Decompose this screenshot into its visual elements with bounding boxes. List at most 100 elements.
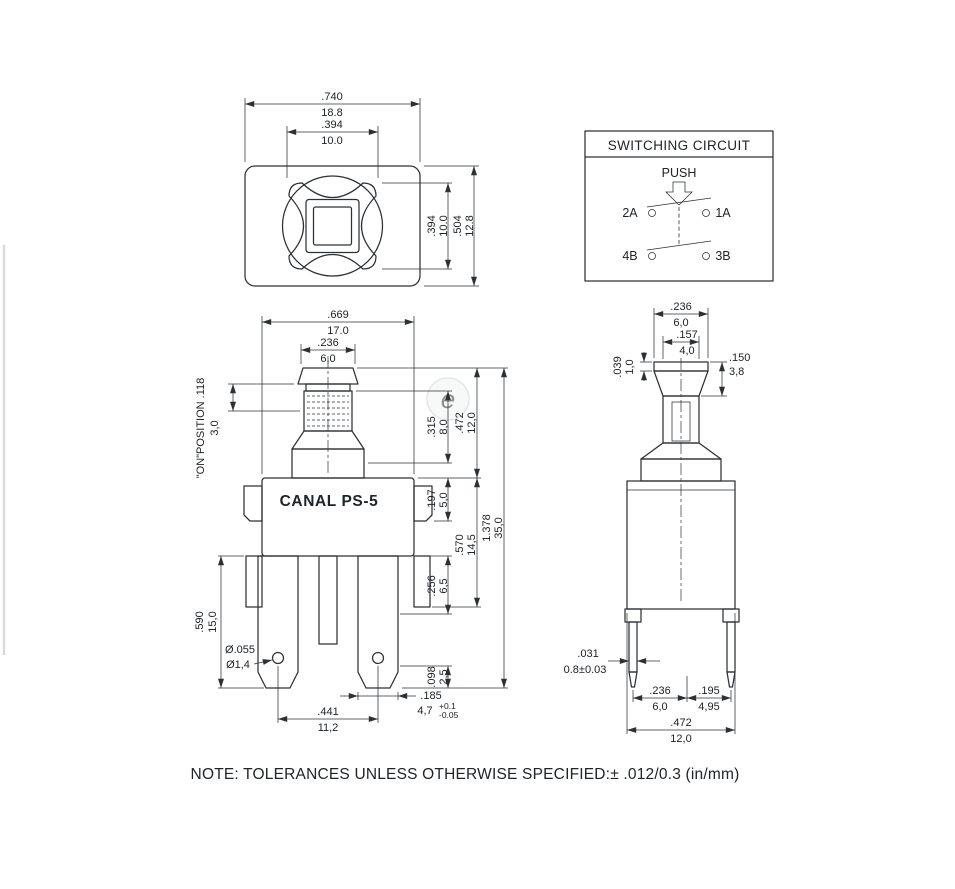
- dim-top-height-in: .472: [454, 412, 466, 433]
- dim-body-height-in: .570: [454, 534, 466, 555]
- dim-pin-thickness-mm: 0.8±0.03: [564, 664, 607, 676]
- contact-bridge-b: [646, 240, 712, 251]
- top-view-bezel-star: [288, 182, 377, 270]
- side-view-dimensions: .236 6,0 .157 4,0 .039 1,0 .150 3,8 .031: [564, 301, 751, 745]
- terminal-1a-label: 1A: [715, 206, 731, 220]
- front-button-cap: [297, 367, 359, 385]
- dim-terminal-height-in: .590: [194, 611, 206, 632]
- dim-total-height-in: 1.378: [481, 514, 493, 542]
- top-view-geometry: [244, 165, 421, 287]
- side-view: .236 6,0 .157 4,0 .039 1,0 .150 3,8 .031: [564, 301, 751, 745]
- top-view-dimensions: .740 18.8 .394 10.0 .394 10.0 .504 12.8: [244, 91, 479, 287]
- dim-front-button-width-in: .236: [317, 337, 338, 349]
- dim-terminal-height-mm: 15,0: [207, 611, 219, 632]
- dim-terminal-pitch-in: .441: [317, 706, 338, 718]
- contact-1a: [702, 209, 710, 217]
- contact-2a: [648, 209, 656, 217]
- dim-side-body-width-mm: 12,0: [670, 733, 691, 745]
- dim-front-body-width-in: .669: [327, 309, 348, 321]
- dim-pin-thickness-in: .031: [577, 648, 598, 660]
- dim-hole-dia-in: Ø.055: [225, 644, 255, 656]
- circuit-title: SWITCHING CIRCUIT: [608, 138, 751, 153]
- dim-top-button-width-mm: 10.0: [321, 135, 342, 147]
- dim-top-button-width-in: .394: [321, 119, 342, 131]
- dim-side-lip-height-mm: 1,0: [624, 359, 636, 374]
- top-view-round-collar: [281, 175, 384, 277]
- contact-3b: [702, 252, 710, 260]
- dim-total-height-mm: 35,0: [493, 517, 505, 538]
- side-right-pin-tip: [726, 671, 736, 688]
- dim-top-outer-height-in: .504: [452, 215, 464, 236]
- dim-front-button-width-mm: 6,0: [320, 353, 335, 365]
- front-view: CANAL PS-5 .669 17.0 .236 6,0: [194, 309, 508, 734]
- dim-step-height-mm: 6,5: [438, 578, 450, 593]
- dim-tip-height-in: .098: [426, 666, 438, 687]
- dim-on-position-in: "ON"POSITION .118: [195, 378, 207, 479]
- dim-side-shaft-width-mm: 4,0: [679, 345, 694, 357]
- terminal-4b-label: 4B: [622, 249, 637, 263]
- dim-terminal-pitch-mm: 11,2: [318, 722, 339, 734]
- front-right-flange: [413, 485, 433, 522]
- front-center-tab: [318, 555, 338, 645]
- dim-plunger-height-in: .315: [426, 416, 438, 437]
- dim-side-button-height-mm: 3,8: [729, 366, 744, 378]
- front-view-geometry: CANAL PS-5: [243, 356, 433, 689]
- dim-side-button-width-in: .236: [670, 301, 691, 313]
- terminal-2a-label: 2A: [622, 206, 638, 220]
- dim-terminal-width-tol-plus: +0.1: [439, 701, 456, 711]
- circuit-box: [584, 130, 774, 282]
- dim-side-shaft-width-in: .157: [676, 329, 697, 341]
- dim-pin-span-left-mm: 6,0: [652, 701, 667, 713]
- side-shaft-slot: [671, 401, 691, 442]
- top-view-outer-housing: [244, 165, 421, 287]
- leader-line: [253, 659, 273, 665]
- side-left-pin-tip: [628, 671, 638, 688]
- dim-top-button-height-mm: 10.0: [438, 215, 450, 236]
- dim-top-height-mm: 12,0: [466, 412, 478, 433]
- dim-side-body-width-in: .472: [670, 717, 691, 729]
- dim-top-button-height-in: .394: [426, 215, 438, 236]
- front-right-terminal: [357, 555, 399, 689]
- top-view-button: [312, 206, 353, 246]
- front-left-terminal-hole: [271, 651, 285, 665]
- switching-circuit-diagram: SWITCHING CIRCUIT PUSH 2A 1A 4B 3B: [584, 130, 774, 282]
- dim-plunger-height-mm: 8,0: [438, 419, 450, 434]
- dim-hole-dia-mm: Ø1,4: [226, 659, 250, 671]
- dim-top-outer-width-in: .740: [321, 91, 342, 103]
- top-view: .740 18.8 .394 10.0 .394 10.0 .504 12.8: [244, 91, 479, 287]
- contact-4b: [648, 252, 656, 260]
- dim-terminal-width-mm: 4,7: [417, 705, 432, 717]
- product-label: CANAL PS-5: [280, 493, 379, 510]
- front-view-dimensions: .669 17.0 .236 6,0 "ON"POSITION .118 3,0…: [194, 309, 508, 734]
- dim-pin-span-left-in: .236: [649, 685, 670, 697]
- front-left-peg: [245, 555, 263, 608]
- terminal-3b-label: 3B: [715, 249, 730, 263]
- side-main-body: [626, 480, 736, 610]
- front-left-terminal: [257, 555, 299, 689]
- push-arrow-icon: [665, 181, 693, 206]
- dim-top-outer-width-mm: 18.8: [321, 107, 342, 119]
- dim-flange-height-mm: 5,0: [438, 492, 450, 507]
- dim-front-body-width-mm: 17.0: [327, 325, 348, 337]
- dim-pin-span-right-in: .195: [698, 685, 719, 697]
- front-left-flange: [243, 485, 263, 522]
- dim-side-lip-height-in: .039: [612, 356, 624, 377]
- top-view-button-hole: [305, 198, 360, 254]
- dim-side-button-height-in: .150: [729, 352, 750, 364]
- contact-bridge-a: [646, 197, 712, 208]
- dim-terminal-width-in: .185: [420, 690, 441, 702]
- tolerance-note: NOTE: TOLERANCES UNLESS OTHERWISE SPECIF…: [191, 766, 740, 783]
- dim-pin-span-right-mm: 4,95: [698, 701, 719, 713]
- dim-step-height-in: .256: [426, 575, 438, 596]
- dim-tip-height-mm: 2,5: [438, 669, 450, 684]
- front-right-terminal-hole: [371, 651, 385, 665]
- push-label: PUSH: [662, 166, 697, 180]
- side-view-geometry: [624, 358, 740, 688]
- dim-body-height-mm: 14,5: [466, 534, 478, 555]
- dim-on-position-mm: 3,0: [209, 420, 221, 435]
- dim-terminal-width-tol-minus: -0.05: [439, 710, 459, 720]
- dim-side-button-width-mm: 6,0: [673, 317, 688, 329]
- dim-flange-height-in: .197: [426, 489, 438, 510]
